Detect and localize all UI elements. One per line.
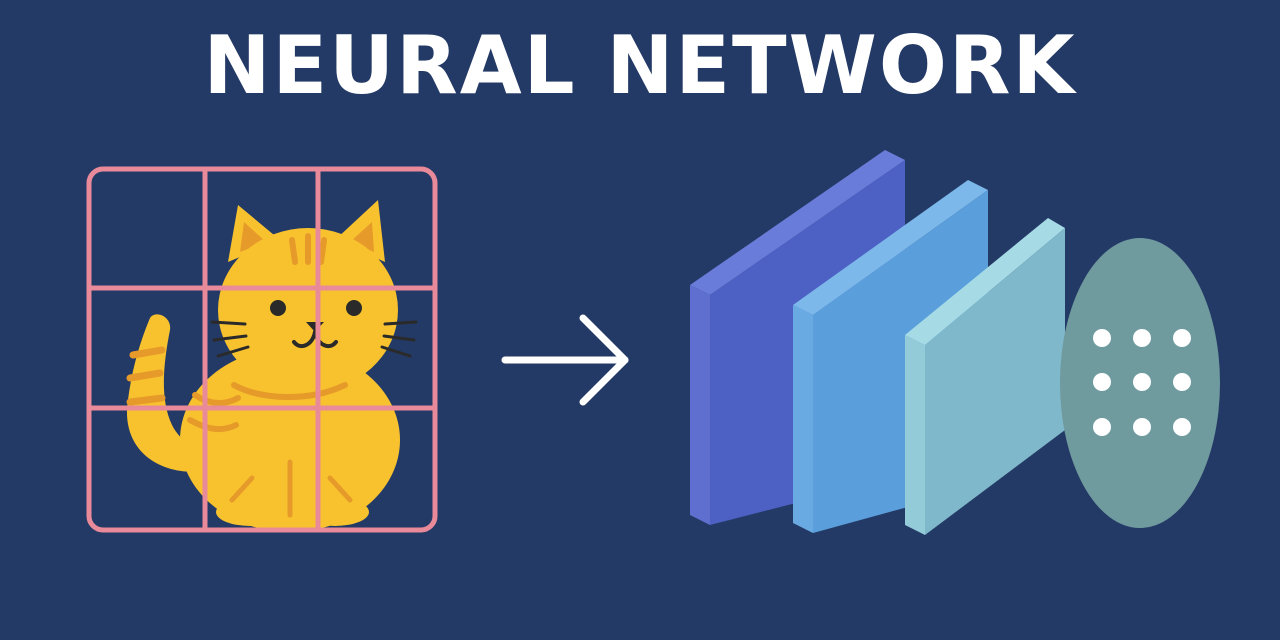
page-title: NEURAL NETWORK <box>203 19 1077 112</box>
cat-icon <box>126 200 418 532</box>
grid-frame <box>86 166 438 533</box>
output-node <box>1060 238 1220 528</box>
layer-3 <box>905 218 1065 535</box>
input-grid <box>86 166 438 533</box>
arrow-right-icon <box>501 314 629 406</box>
dot-matrix-icon <box>1093 329 1191 436</box>
